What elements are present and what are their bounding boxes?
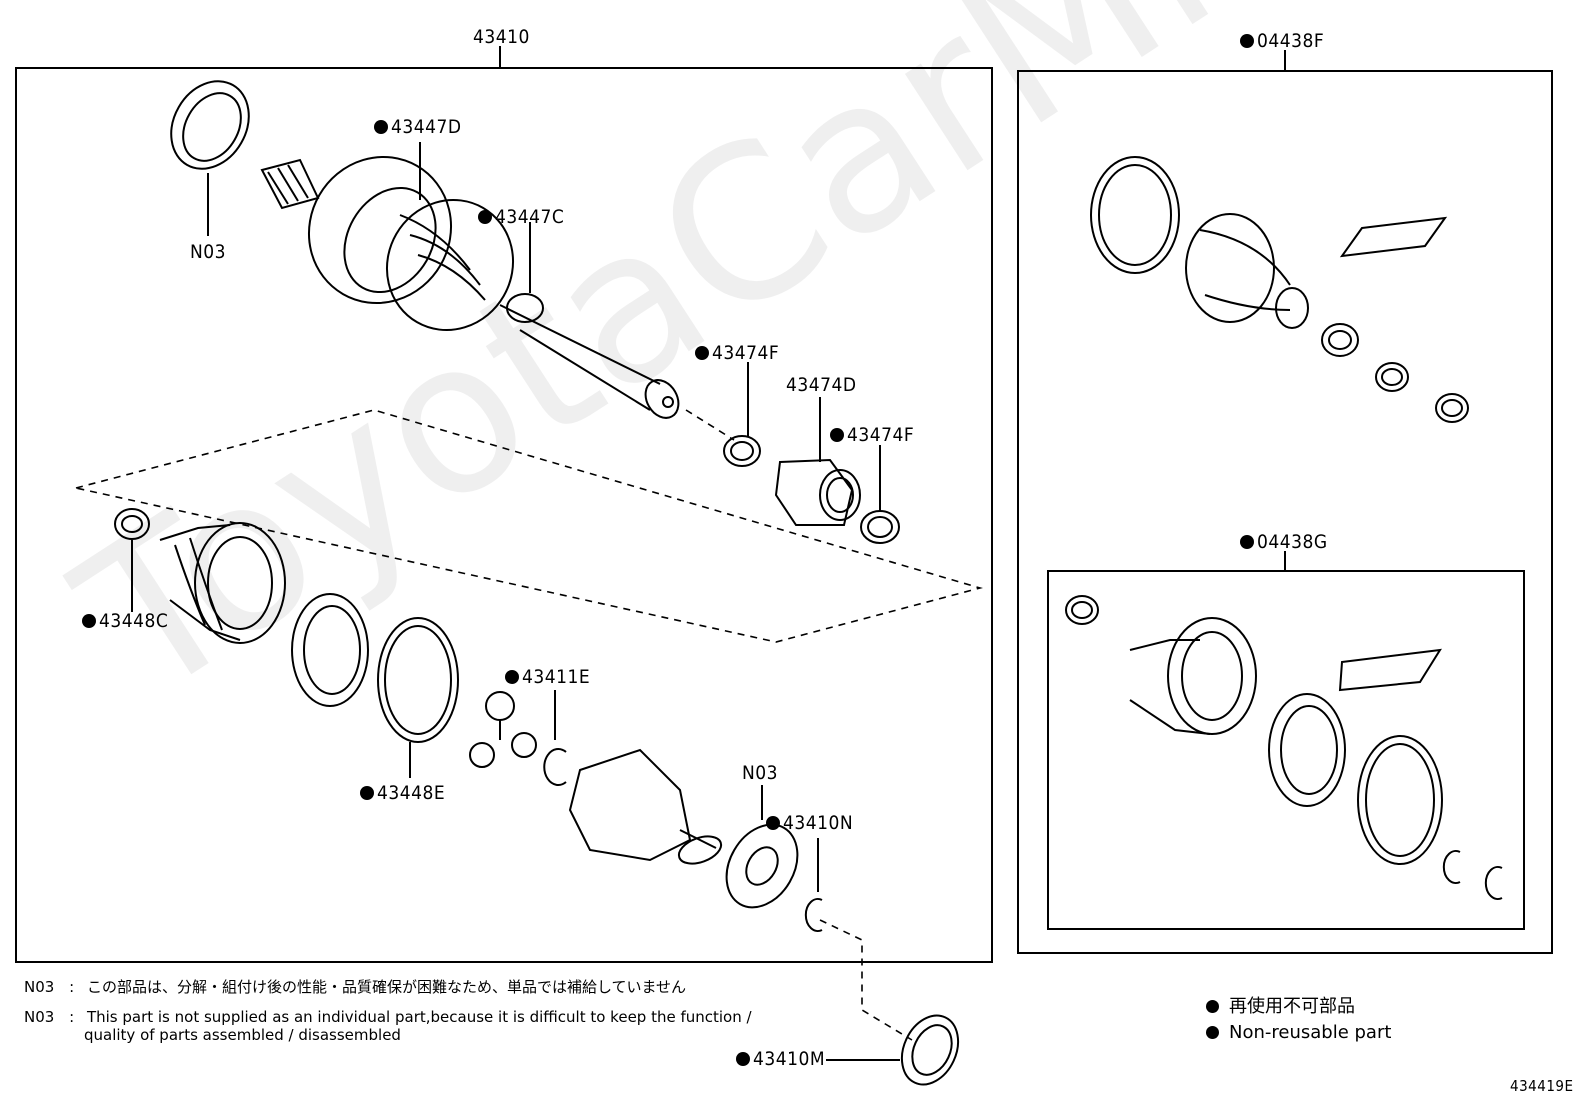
kit-g-parts (1065, 595, 1503, 900)
label-tripod: 43411E (505, 666, 590, 688)
non-reusable-dot-icon (374, 120, 388, 134)
non-reusable-dot-icon (766, 816, 780, 830)
label-kit-g: 04438G (1240, 531, 1328, 553)
kit-f-parts (1090, 156, 1469, 423)
boot-band-43448e (377, 617, 459, 743)
outer-joint-housing (568, 748, 723, 865)
label-boot-inner-clamp: 43448C (82, 610, 168, 632)
diagram-code: 434419E (1510, 1077, 1574, 1095)
inner-boot-clamp-43448c (114, 508, 150, 540)
label-damper: 43474D (786, 374, 857, 396)
snap-ring-inner (543, 748, 567, 786)
label-seal: 43410M (736, 1048, 825, 1070)
clamp-43474f-upper (723, 435, 761, 467)
kit-f-frame (1017, 70, 1553, 954)
note-en: N03 : This part is not supplied as an in… (24, 1008, 752, 1026)
legend-en: Non-reusable part (1206, 1022, 1391, 1044)
label-assembly: 43410 (473, 26, 530, 48)
non-reusable-dot-icon (478, 210, 492, 224)
inner-joint-housing-ring (291, 593, 369, 707)
label-clamp-f-lower: 43474F (830, 424, 914, 446)
non-reusable-dot-icon (695, 346, 709, 360)
non-reusable-dot-icon (1240, 535, 1254, 549)
label-n03-upper: N03 (190, 241, 227, 263)
note-text-en-1: This part is not supplied as an individu… (86, 1008, 752, 1026)
note-sep: : (69, 1008, 75, 1026)
drive-shaft-assembly (260, 155, 680, 419)
clamp-43474f-lower (860, 510, 900, 544)
snap-ring-43410n (804, 898, 823, 932)
note-code: N03 (24, 978, 55, 996)
tripod-43411e (469, 691, 537, 768)
note-code: N03 (24, 1008, 55, 1026)
washer-n03-lower (725, 823, 799, 909)
non-reusable-dot-icon (1206, 1000, 1219, 1013)
label-kit-f: 04438F (1240, 30, 1324, 52)
seal-ring-n03-upper (170, 80, 250, 170)
non-reusable-dot-icon (1206, 1026, 1219, 1039)
non-reusable-dot-icon (82, 614, 96, 628)
non-reusable-dot-icon (736, 1052, 750, 1066)
label-n03-lower: N03 (742, 762, 779, 784)
seal-43410m (900, 1014, 960, 1086)
label-clamp-f-upper: 43474F (695, 342, 779, 364)
non-reusable-dot-icon (1240, 34, 1254, 48)
note-sep: : (69, 978, 75, 996)
kit-region-dashed (75, 409, 983, 643)
non-reusable-dot-icon (830, 428, 844, 442)
label-boot-outer: 43447D (374, 116, 462, 138)
non-reusable-dot-icon (360, 786, 374, 800)
damper-43474d (774, 458, 861, 526)
non-reusable-dot-icon (505, 670, 519, 684)
note-text-jp: この部品は、分解・組付け後の性能・品質確保が困難なため、単品では補給していません (86, 978, 687, 996)
assembly-frame (15, 67, 993, 963)
note-jp: N03 : この部品は、分解・組付け後の性能・品質確保が困難なため、単品では補給… (24, 978, 686, 996)
label-boot-clamp-c: 43447C (478, 206, 564, 228)
label-boot-inner-band: 43448E (360, 782, 445, 804)
note-en-line2: quality of parts assembled / disassemble… (84, 1026, 401, 1044)
inner-boot (159, 522, 286, 644)
legend-jp: 再使用不可部品 (1206, 996, 1355, 1018)
label-snap-ring: 43410N (766, 812, 853, 834)
kit-g-frame (1047, 570, 1525, 930)
